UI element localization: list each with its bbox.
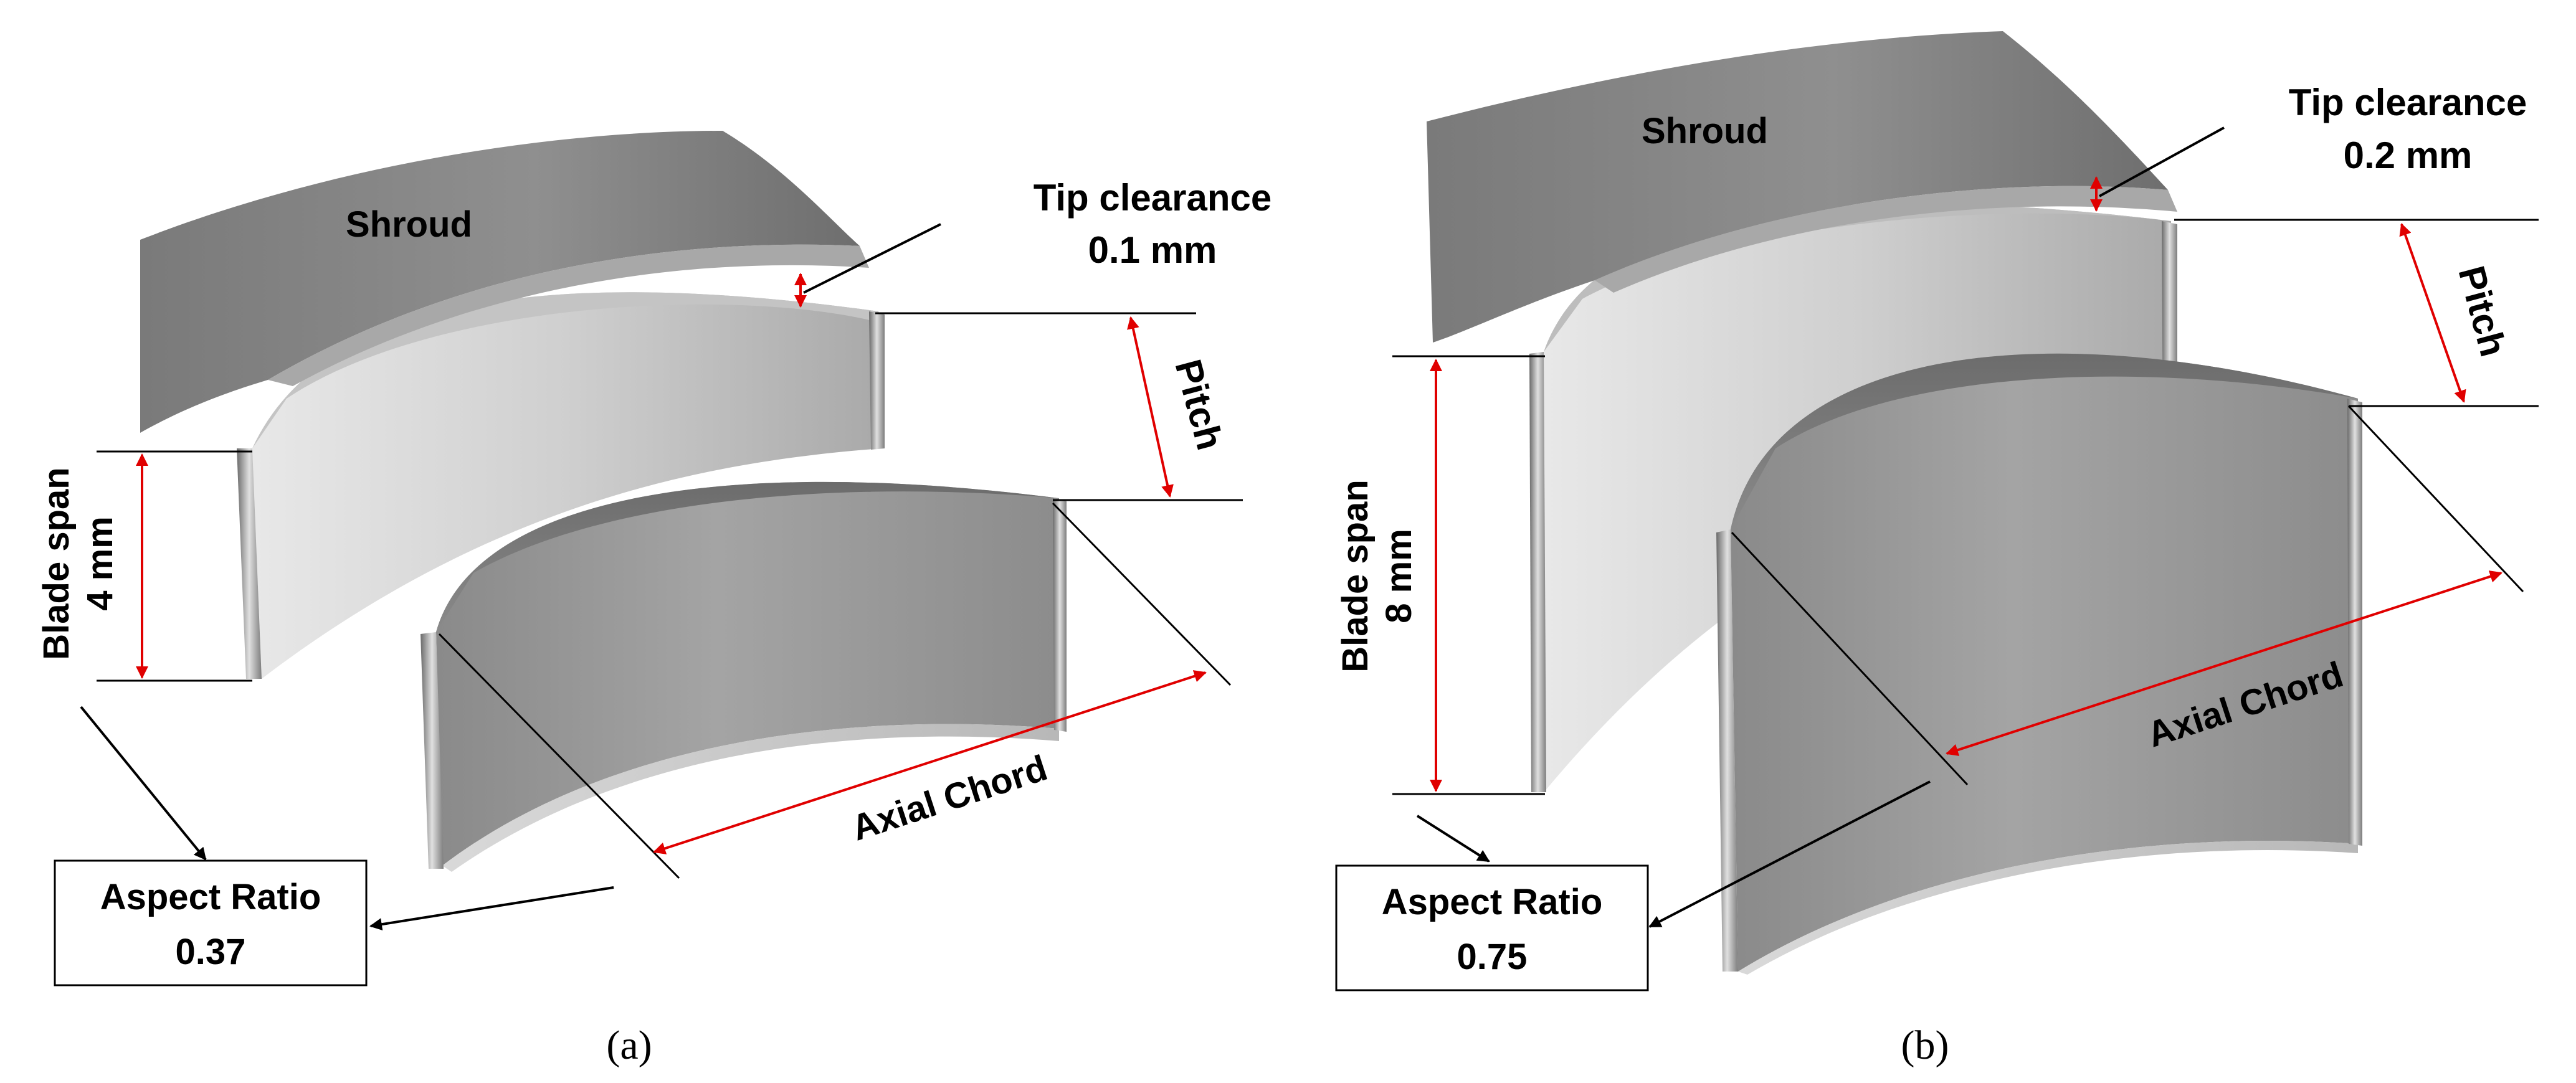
pitch-dimension xyxy=(875,312,1243,501)
pitch-dimension xyxy=(2174,219,2539,407)
front-blade xyxy=(1716,353,2362,975)
pitch-label: Pitch xyxy=(2450,262,2514,361)
tip-clearance-title: Tip clearance xyxy=(1034,177,1271,219)
panel-b: Shroud Tip clearance 0.2 mm Pitch Blade … xyxy=(1335,31,2539,1068)
axial-chord-label: Axial Chord xyxy=(847,747,1052,848)
blade-span-dimension xyxy=(97,450,252,682)
caption-a: (a) xyxy=(606,1023,652,1068)
panel-a: Shroud Tip clearance 0.1 mm Pitch Blade … xyxy=(36,131,1271,1068)
aspect-ratio-value: 0.37 xyxy=(176,932,246,972)
aspect-ratio-title: Aspect Ratio xyxy=(1382,882,1603,922)
blade-span-value: 8 mm xyxy=(1379,529,1419,623)
tip-clearance-dimension xyxy=(794,223,941,308)
shroud-surface xyxy=(140,131,860,433)
aspect-ratio-leaders xyxy=(1416,780,1931,928)
aspect-ratio-box xyxy=(54,859,368,986)
blade-span-value: 4 mm xyxy=(80,516,120,611)
blade-span-title: Blade span xyxy=(1335,480,1376,672)
caption-b: (b) xyxy=(1901,1023,1949,1068)
shroud-surface xyxy=(1427,31,2168,343)
aspect-ratio-value: 0.75 xyxy=(1457,937,1528,977)
front-blade xyxy=(421,481,1067,872)
tip-clearance-value: 0.1 mm xyxy=(1088,229,1217,271)
aspect-ratio-leaders xyxy=(80,706,614,931)
axial-chord-dimension xyxy=(1731,405,2524,786)
aspect-ratio-box xyxy=(1335,864,1649,991)
tip-clearance-title: Tip clearance xyxy=(2289,82,2527,123)
tip-clearance-value: 0.2 mm xyxy=(2344,135,2473,176)
tip-clearance-dimension xyxy=(2090,126,2225,212)
blade-span-title: Blade span xyxy=(36,467,77,660)
shroud-label: Shroud xyxy=(1642,111,1768,151)
aspect-ratio-title: Aspect Ratio xyxy=(100,877,321,917)
pitch-label: Pitch xyxy=(1167,355,1231,454)
axial-chord-dimension xyxy=(438,502,1232,879)
shroud-label: Shroud xyxy=(346,204,472,245)
blade-span-dimension xyxy=(1392,355,1545,795)
